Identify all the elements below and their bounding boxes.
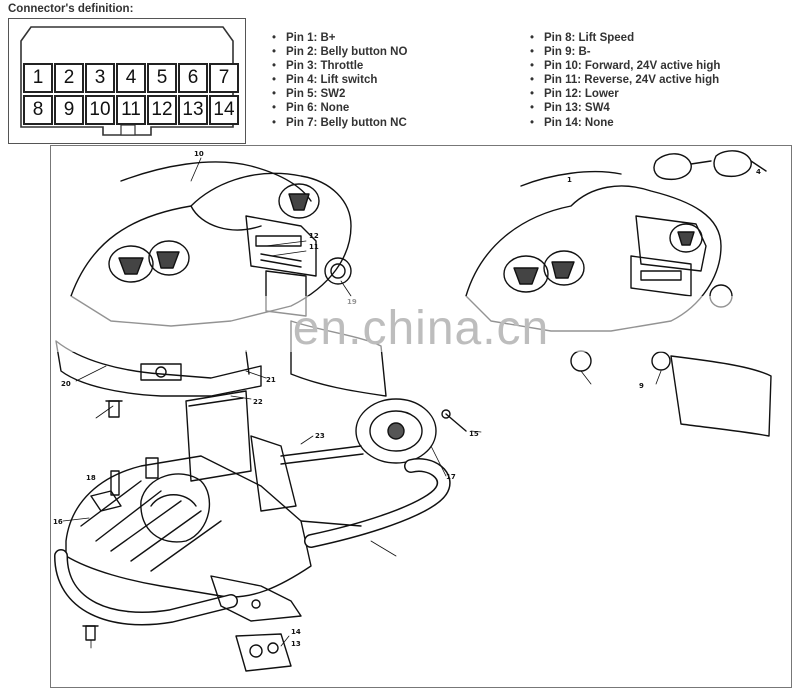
pin-grid: 1 2 3 4 5 6 7 8 9 10 11 12 13 14	[23, 63, 239, 139]
pin-cell: 3	[85, 63, 115, 93]
pin-cell: 9	[54, 95, 84, 125]
callout-label: 23	[315, 432, 325, 440]
pin-definitions-right: Pin 8: Lift Speed Pin 9: B- Pin 10: Forw…	[530, 31, 720, 130]
pin-cell: 5	[147, 63, 177, 93]
callout-label: 16	[53, 518, 63, 526]
callout-label: 17	[446, 473, 456, 481]
callout-label: 21	[266, 376, 276, 384]
pin-cell: 7	[209, 63, 239, 93]
pin-cell: 6	[178, 63, 208, 93]
pin-definition: Pin 13: SW4	[530, 101, 720, 115]
callout-label: 14	[291, 628, 301, 636]
callout-label: 4	[756, 168, 761, 176]
pin-cell: 1	[23, 63, 53, 93]
connector-diagram: 1 2 3 4 5 6 7 8 9 10 11 12 13 14	[8, 18, 246, 144]
pin-definition: Pin 11: Reverse, 24V active high	[530, 73, 720, 87]
watermark-band	[51, 296, 791, 352]
pin-definition: Pin 9: B-	[530, 45, 720, 59]
pin-definition: Pin 14: None	[530, 116, 720, 130]
callout-label: 22	[253, 398, 263, 406]
pin-cell: 8	[23, 95, 53, 125]
pin-cell: 4	[116, 63, 146, 93]
pin-definition: Pin 7: Belly button NC	[272, 116, 407, 130]
callout-label: 13	[291, 640, 301, 648]
pin-definition: Pin 3: Throttle	[272, 59, 407, 73]
callout-label: 18	[86, 474, 96, 482]
pin-definition: Pin 2: Belly button NO	[272, 45, 407, 59]
pin-definition: Pin 10: Forward, 24V active high	[530, 59, 720, 73]
pin-cell: 10	[85, 95, 115, 125]
callout-label: 9	[639, 382, 644, 390]
callout-label: 15	[469, 430, 479, 438]
callout-label: 1	[567, 176, 572, 184]
exploded-view-linework: 10 12 11 19 20 21 22 23 16 17 18 15 14 1…	[53, 150, 772, 672]
pin-definition: Pin 1: B+	[272, 31, 407, 45]
pin-definition: Pin 8: Lift Speed	[530, 31, 720, 45]
connector-housing-outline	[20, 26, 234, 136]
pin-definition: Pin 5: SW2	[272, 87, 407, 101]
callout-label: 20	[61, 380, 71, 388]
watermark: en.china.cn	[292, 302, 550, 355]
pin-definition: Pin 6: None	[272, 101, 407, 115]
connector-title: Connector's definition:	[8, 3, 134, 15]
pin-cell: 14	[209, 95, 239, 125]
pin-cell: 2	[54, 63, 84, 93]
callout-label: 11	[309, 243, 319, 251]
pin-cell: 11	[116, 95, 146, 125]
exploded-view-drawing: 10 12 11 19 20 21 22 23 16 17 18 15 14 1…	[50, 145, 792, 688]
callout-label: 10	[194, 150, 204, 158]
pin-definition: Pin 12: Lower	[530, 87, 720, 101]
pin-cell: 12	[147, 95, 177, 125]
callout-label: 12	[309, 232, 319, 240]
pin-definition: Pin 4: Lift switch	[272, 73, 407, 87]
pin-definitions-left: Pin 1: B+ Pin 2: Belly button NO Pin 3: …	[272, 31, 407, 130]
pin-cell: 13	[178, 95, 208, 125]
